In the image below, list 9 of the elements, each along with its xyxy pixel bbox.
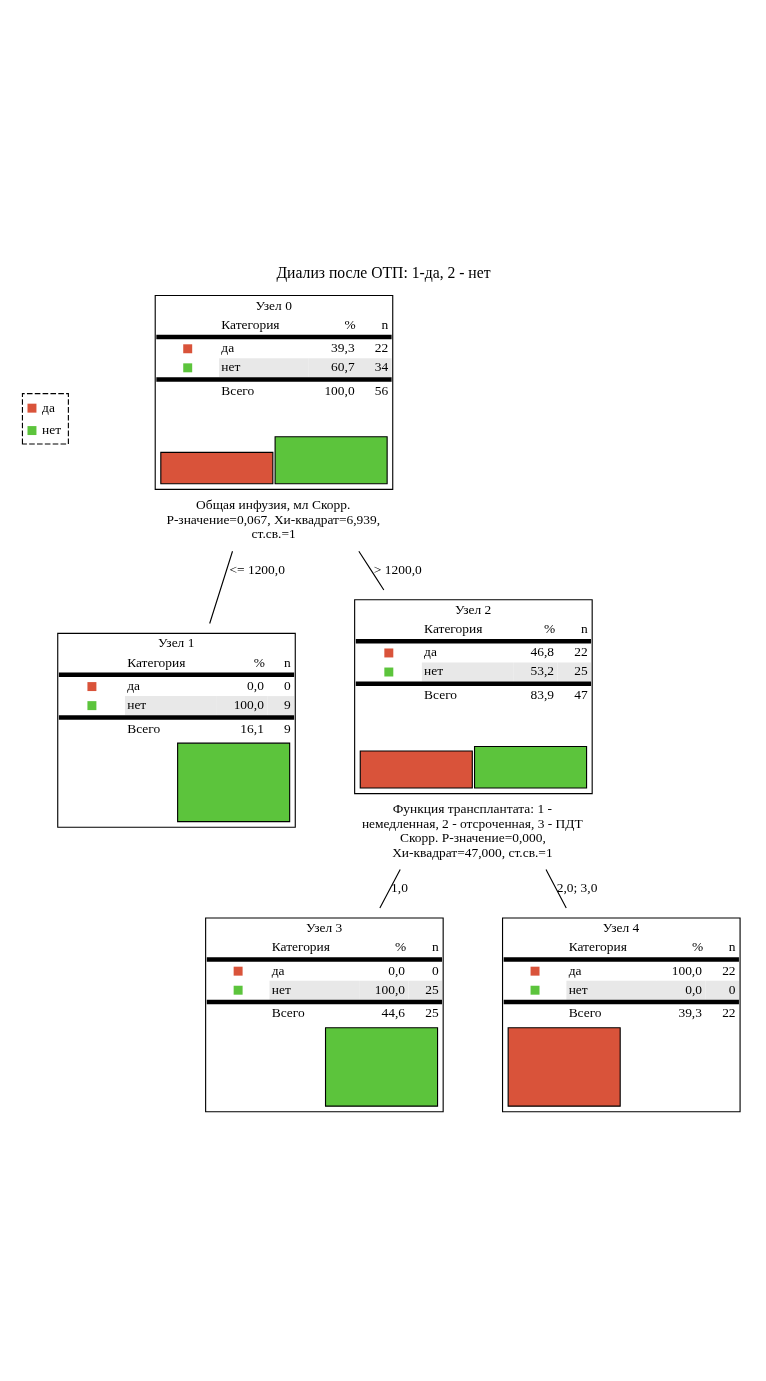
diagram-title: Диализ после ОТП: 1-да, 2 - нет xyxy=(275,263,491,281)
node-label: Функция трансплантата: 1 - немедленная, 2 - отсроченная, 3 - ПДТ Скорр. P-значение=0,000, Хи-квадрат=47,000, ст.св.=1 xyxy=(361,801,583,860)
edge-label: 1,0 xyxy=(390,880,408,896)
edge-label: 2,0; 3,0 xyxy=(556,880,597,896)
legend-label: да xyxy=(41,399,55,415)
edge-label: <= 1200,0 xyxy=(228,562,285,578)
edge-label: > 1200,0 xyxy=(373,562,422,578)
node-label: Общая инфузия, мл Скорр. P-значение=0,067, Хи-квадрат=6,939, ст.св.=1 xyxy=(165,497,380,542)
legend-label: нет xyxy=(41,422,61,438)
